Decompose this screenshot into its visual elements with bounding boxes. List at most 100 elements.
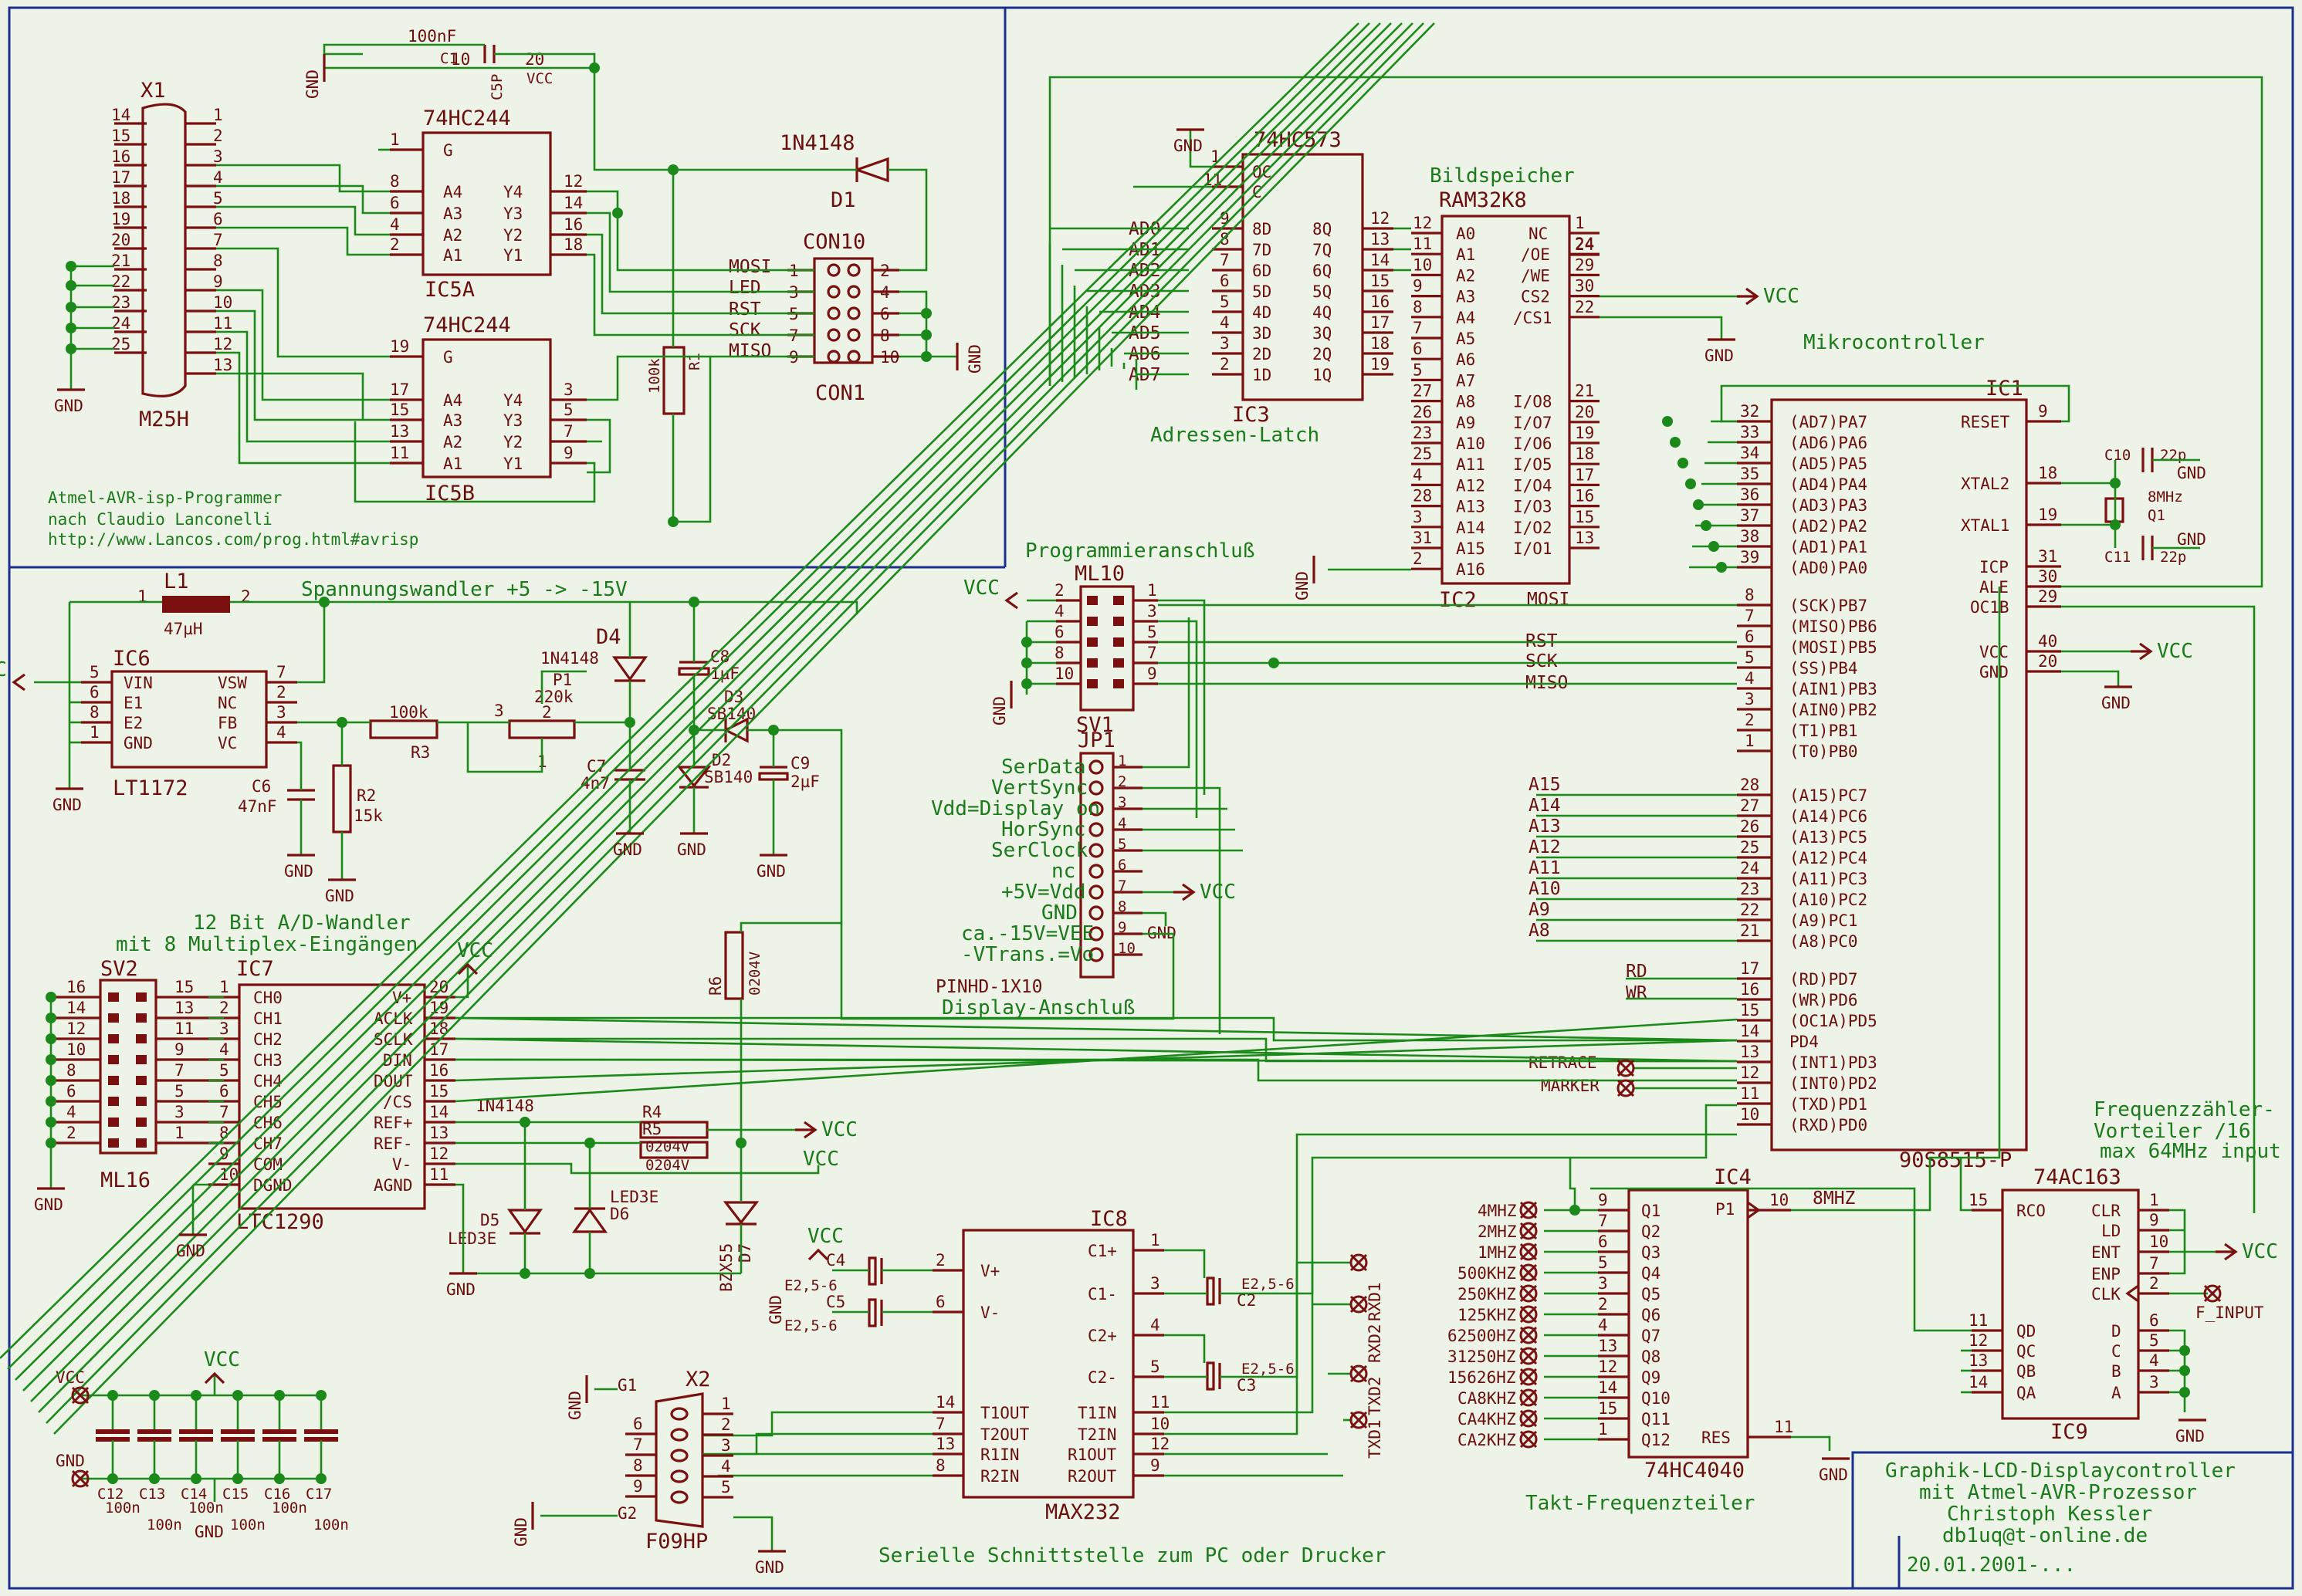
ram-signal: I/O8 <box>1513 393 1552 411</box>
pin-label: G <box>443 348 453 367</box>
latch-in: 2D <box>1252 345 1271 363</box>
header-pin <box>136 1138 147 1148</box>
vcc-label: VCC <box>1763 285 1799 308</box>
ic2-name: IC2 <box>1439 588 1477 612</box>
ic4-name: IC4 <box>1714 1165 1752 1189</box>
pin-number: 3 <box>276 703 286 722</box>
mcu-right: VCC <box>1979 643 2009 661</box>
test-point <box>71 1469 90 1488</box>
test-point <box>1349 1295 1368 1314</box>
x1-pin-number: 22 <box>111 272 130 291</box>
gnd-label: GND <box>1293 571 1312 600</box>
ic5a-type: 74HC244 <box>423 107 511 130</box>
pin-number: 14 <box>564 194 583 212</box>
adc-pin: V- <box>392 1155 411 1174</box>
net-mosi: MOSI <box>729 257 771 277</box>
adc-pin: CH3 <box>253 1051 283 1070</box>
wire <box>455 1016 1738 1042</box>
ram-addr: A16 <box>1456 560 1485 579</box>
pin-number: 2 <box>2149 1274 2159 1293</box>
vcc-symbol: VCC <box>0 658 25 691</box>
pin-number: 6 <box>1598 1233 1608 1251</box>
ml10-name: ML10 <box>1075 562 1125 586</box>
vcc-arrow <box>2224 1243 2238 1261</box>
wire <box>1791 1435 1831 1451</box>
pin-number: 9 <box>633 1477 643 1496</box>
pin-number: 8 <box>1118 898 1126 915</box>
ic8-pins: V+2V-6T1OUT14T2OUT7R1IN13R2IN8C1+1C1-3C2… <box>767 1231 1170 1486</box>
x1-pin-number: 1 <box>213 106 223 124</box>
ic1-type: 90S8515-P <box>1899 1148 2012 1172</box>
pin-number: 9 <box>1147 664 1157 683</box>
pin-number: 9 <box>564 444 574 462</box>
pin-number: 20 <box>525 50 544 69</box>
mcu-port-b: (AIN0)PB2 <box>1789 701 1877 719</box>
serial-note: Serielle Schnittstelle zum PC oder Druck… <box>878 1544 1386 1567</box>
gnd-label: GND <box>54 397 83 415</box>
x1-pin-number: 19 <box>111 210 130 228</box>
counter-q: Q6 <box>1641 1306 1660 1324</box>
pin-number: 9 <box>219 1145 229 1163</box>
wire <box>1048 76 2263 588</box>
gnd-label: GND <box>34 1195 63 1214</box>
pin-label: Y1 <box>503 246 523 265</box>
pin-number: 10 <box>1740 1105 1759 1124</box>
junction <box>274 1473 285 1484</box>
pin-number: 33 <box>1740 423 1759 441</box>
junction <box>2179 1345 2190 1356</box>
test-point-ring <box>1519 1347 1538 1365</box>
mcu-port-c: (A8)PC0 <box>1789 932 1858 951</box>
divider-label: 2MHZ <box>1478 1222 1517 1241</box>
test-point-ring <box>1519 1243 1538 1261</box>
pin-number: 16 <box>564 215 583 234</box>
pin-number: 19 <box>1575 424 1594 442</box>
pin-number: 5 <box>1147 623 1157 641</box>
net-a: A15 <box>1528 775 1561 795</box>
junction <box>149 1390 160 1401</box>
x1-name: X1 <box>140 79 166 103</box>
pin-number: 6 <box>936 1293 946 1311</box>
x1-type: M25H <box>139 407 189 431</box>
pin-number: 7 <box>1118 877 1126 894</box>
latch-in: 5D <box>1252 282 1271 301</box>
mcu-right: RESET <box>1961 413 2010 431</box>
pin-number: 10 <box>1118 940 1136 957</box>
gnd-symbol: GND <box>956 343 984 374</box>
pin-number: 14 <box>1740 1022 1759 1040</box>
x1-pin-number: 13 <box>213 356 232 374</box>
x1-pin-number: 25 <box>111 335 130 353</box>
header-pin <box>136 1118 147 1127</box>
ic6-pin: VSW <box>218 674 247 692</box>
cap-plate <box>221 1437 255 1442</box>
mcu-right: ICP <box>1979 558 2009 577</box>
x1-pin-number: 8 <box>213 252 223 270</box>
pin-number: 9 <box>1118 919 1126 936</box>
c3-name: C3 <box>1237 1376 1256 1395</box>
pin-label: Y2 <box>503 226 523 245</box>
ic9-type: 74AC163 <box>2033 1165 2121 1189</box>
pin-number: 8 <box>1413 298 1423 316</box>
pin-number: 2 <box>1413 549 1423 568</box>
pin-number: 9 <box>2038 402 2048 421</box>
wire <box>702 1411 933 1437</box>
pin-number: 23 <box>1740 880 1759 898</box>
wire <box>455 965 469 999</box>
junction <box>584 1268 595 1279</box>
r6-value: 0204V <box>746 952 763 996</box>
display-pin-label: +5V=Vdd <box>1001 881 1086 904</box>
c2-val: E2,5-6 <box>1241 1276 1295 1293</box>
pin-number: 7 <box>936 1415 946 1433</box>
vcc-label: VCC <box>1200 881 1236 904</box>
pin-number: 6 <box>633 1415 643 1433</box>
test-point-ring <box>1616 1079 1635 1097</box>
header-pin <box>1113 617 1124 626</box>
test-point-ring <box>2203 1284 2222 1303</box>
wire <box>587 253 814 336</box>
pin-number: 11 <box>1740 1084 1759 1103</box>
pin-number: 8 <box>219 1124 229 1142</box>
junction <box>1716 562 1727 573</box>
pin-number: 15 <box>1598 1399 1617 1418</box>
ic3-name: IC3 <box>1232 403 1270 427</box>
mcu-port-d: PD4 <box>1789 1033 1819 1051</box>
divider-label: 125KHZ <box>1457 1306 1516 1324</box>
